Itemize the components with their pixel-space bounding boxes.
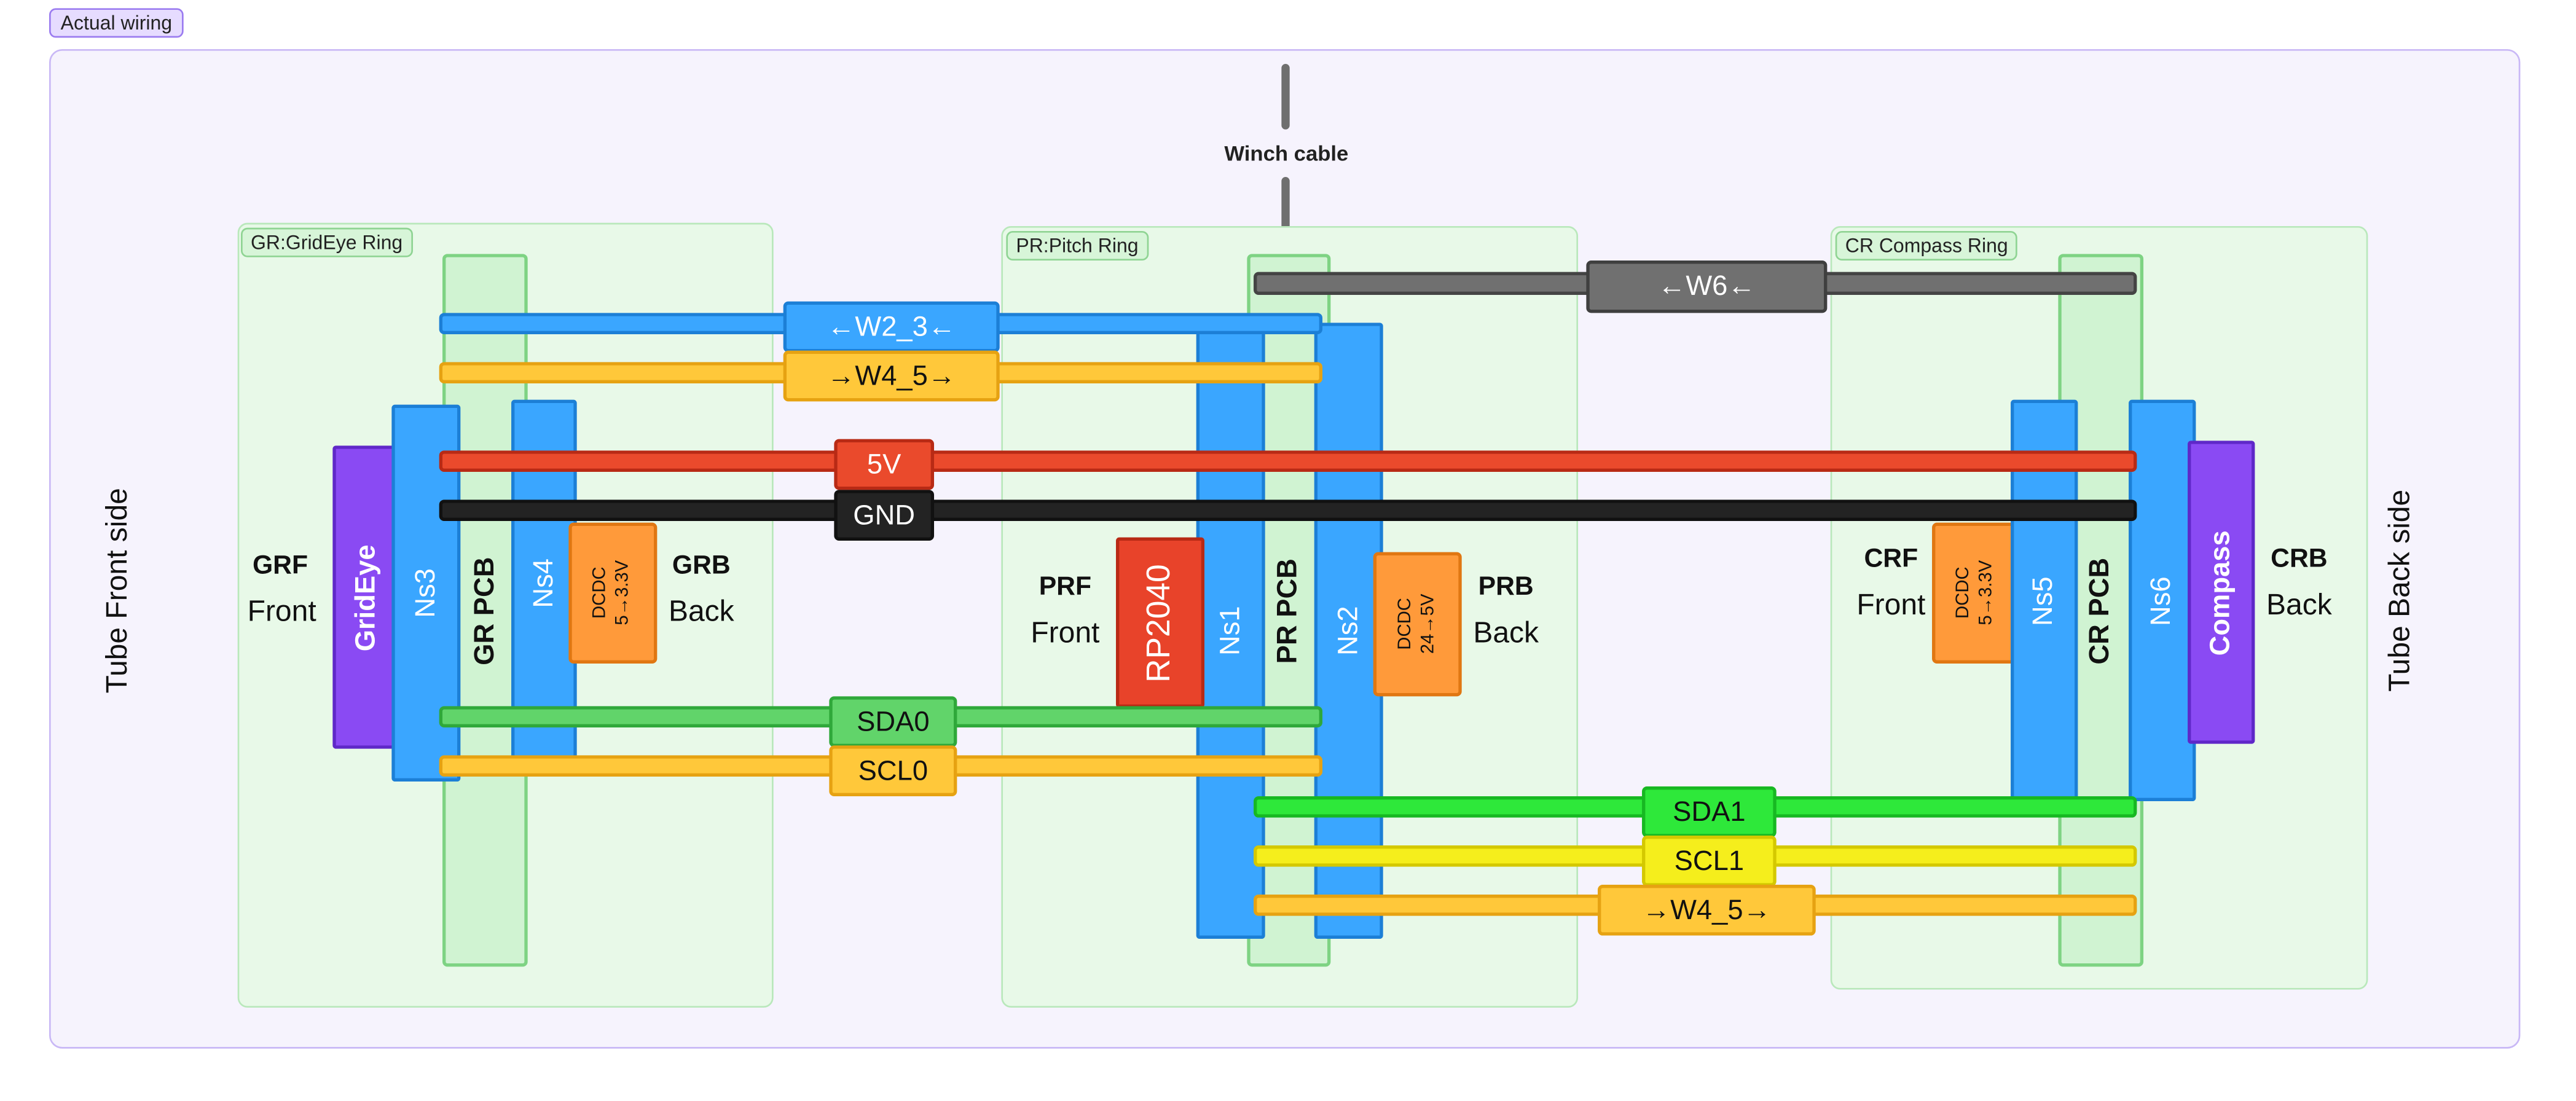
- pr-back-title: PRB: [1478, 573, 1534, 601]
- w4-5-label-a: →W4_5→: [783, 350, 1000, 402]
- cr-front-sub: Front: [1856, 588, 1926, 621]
- gr-ring-tag: GR:GridEye Ring: [241, 227, 413, 257]
- pr-front-title: PRF: [1039, 573, 1092, 601]
- frame-title: Actual wiring: [49, 8, 184, 38]
- sda0-label: SDA0: [829, 696, 957, 748]
- 5v-wire: [439, 450, 2137, 472]
- pr-back-sub: Back: [1473, 616, 1539, 649]
- pr-ns2: Ns2: [1314, 323, 1383, 939]
- tube-front-label: Tube Front side: [101, 487, 134, 693]
- gnd-label: GND: [834, 490, 935, 541]
- scl0-label: SCL0: [829, 745, 957, 797]
- tube-back-label: Tube Back side: [2383, 488, 2417, 691]
- cr-ring-tag: CR Compass Ring: [1835, 231, 2018, 261]
- pr-ns1: Ns1: [1196, 323, 1265, 939]
- gnd-wire: [439, 500, 2137, 522]
- w6-label: ←W6←: [1586, 261, 1828, 313]
- gr-front-sub: Front: [247, 595, 316, 628]
- cr-back-title: CRB: [2271, 546, 2328, 574]
- cr-back-sub: Back: [2266, 588, 2332, 621]
- pr-ring-tag: PR:Pitch Ring: [1006, 231, 1149, 261]
- w4-5-label-b: →W4_5→: [1598, 885, 1816, 936]
- w2-3-label: ←W2_3←: [783, 301, 1000, 353]
- winch-cable-top: [1281, 64, 1290, 130]
- pr-front-sub: Front: [1031, 616, 1100, 649]
- compass-sensor: Compass: [2188, 441, 2255, 744]
- gr-back-title: GRB: [672, 552, 731, 581]
- cr-ns6: Ns6: [2129, 399, 2196, 802]
- scl1-label: SCL1: [1642, 836, 1777, 887]
- winch-cable-label: Winch cable: [1224, 141, 1349, 166]
- 5v-label: 5V: [834, 439, 935, 490]
- cr-front-title: CRF: [1864, 546, 1918, 574]
- rp2040-mcu: RP2040: [1116, 537, 1205, 708]
- sda1-label: SDA1: [1642, 786, 1777, 837]
- gr-front-title: GRF: [252, 552, 308, 581]
- gr-back-sub: Back: [668, 595, 734, 628]
